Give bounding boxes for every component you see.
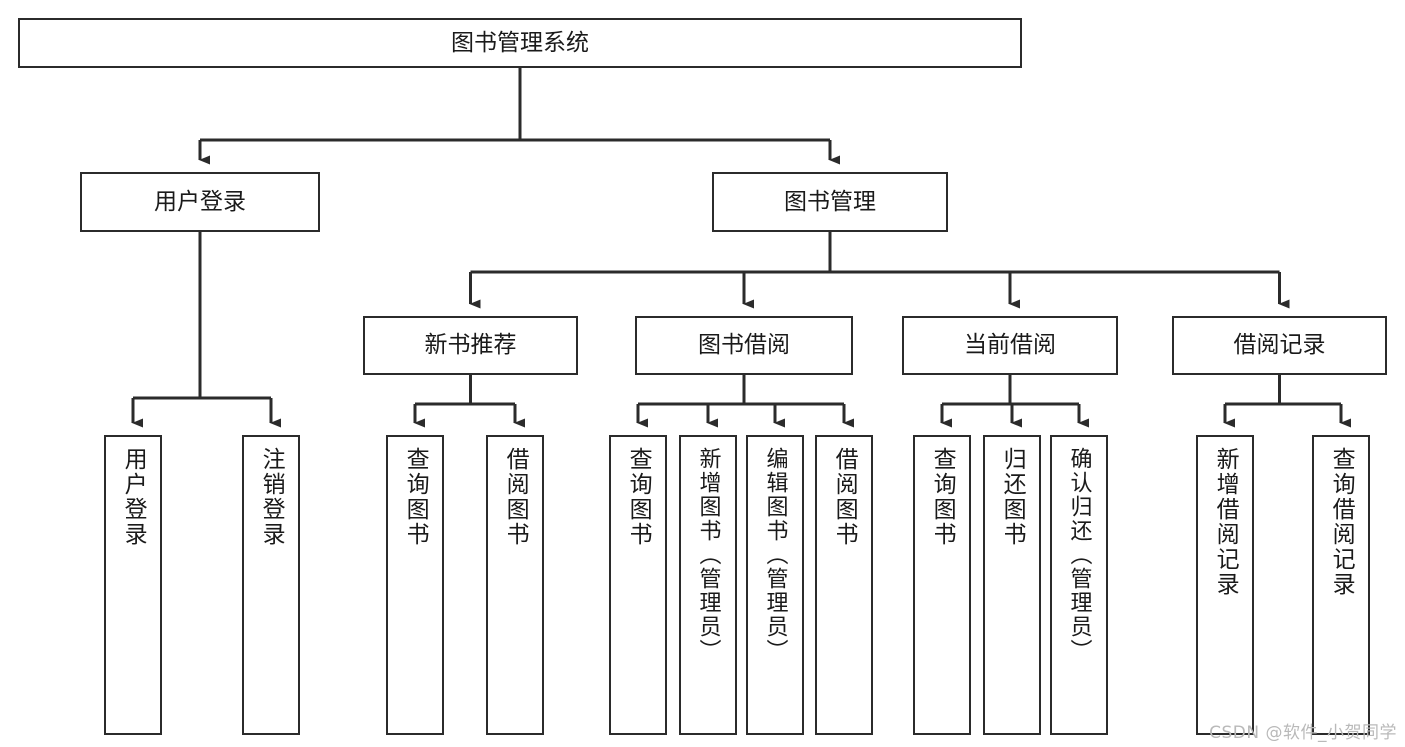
node-label: 编辑图书（管理员） (762, 447, 788, 663)
node-l2c[interactable]: 当前借阅 (902, 316, 1118, 375)
node-label: 查询图书 (929, 447, 956, 547)
node-label: 借阅图书 (502, 447, 529, 547)
watermark: CSDN @软件_小贺同学 (1209, 723, 1397, 743)
node-label: 图书管理 (784, 188, 876, 215)
node-label: 用户登录 (154, 188, 246, 215)
node-l3e2[interactable]: 查询借阅记录 (1312, 435, 1370, 735)
node-l3e1[interactable]: 新增借阅记录 (1196, 435, 1254, 735)
node-l2a[interactable]: 新书推荐 (363, 316, 578, 375)
node-l2d[interactable]: 借阅记录 (1172, 316, 1387, 375)
node-label: 注销登录 (258, 447, 285, 547)
node-label: 归还图书 (999, 447, 1026, 547)
node-label: 借阅图书 (831, 447, 858, 547)
node-label: 查询借阅记录 (1328, 447, 1355, 597)
node-l1b[interactable]: 图书管理 (712, 172, 948, 232)
node-l3d2[interactable]: 归还图书 (983, 435, 1041, 735)
node-l3a2[interactable]: 注销登录 (242, 435, 300, 735)
node-label: 确认归还（管理员） (1066, 447, 1092, 663)
node-l3d1[interactable]: 查询图书 (913, 435, 971, 735)
node-label: 用户登录 (120, 447, 147, 547)
node-l3c4[interactable]: 借阅图书 (815, 435, 873, 735)
node-l3c1[interactable]: 查询图书 (609, 435, 667, 735)
node-label: 图书借阅 (698, 332, 790, 359)
node-l3b1[interactable]: 查询图书 (386, 435, 444, 735)
node-label: 新增借阅记录 (1212, 447, 1239, 597)
node-label: 当前借阅 (964, 332, 1056, 359)
node-label: 查询图书 (625, 447, 652, 547)
node-label: 借阅记录 (1233, 332, 1326, 359)
node-root[interactable]: 图书管理系统 (18, 18, 1022, 68)
node-label: 新增图书（管理员） (695, 447, 721, 663)
node-l3b2[interactable]: 借阅图书 (486, 435, 544, 735)
node-l2b[interactable]: 图书借阅 (635, 316, 853, 375)
node-label: 新书推荐 (424, 332, 517, 359)
node-label: 查询图书 (402, 447, 429, 547)
node-l1a[interactable]: 用户登录 (80, 172, 320, 232)
node-l3a1[interactable]: 用户登录 (104, 435, 162, 735)
node-l3c2[interactable]: 新增图书（管理员） (679, 435, 737, 735)
node-l3d3[interactable]: 确认归还（管理员） (1050, 435, 1108, 735)
node-l3c3[interactable]: 编辑图书（管理员） (746, 435, 804, 735)
node-label: 图书管理系统 (451, 29, 589, 56)
